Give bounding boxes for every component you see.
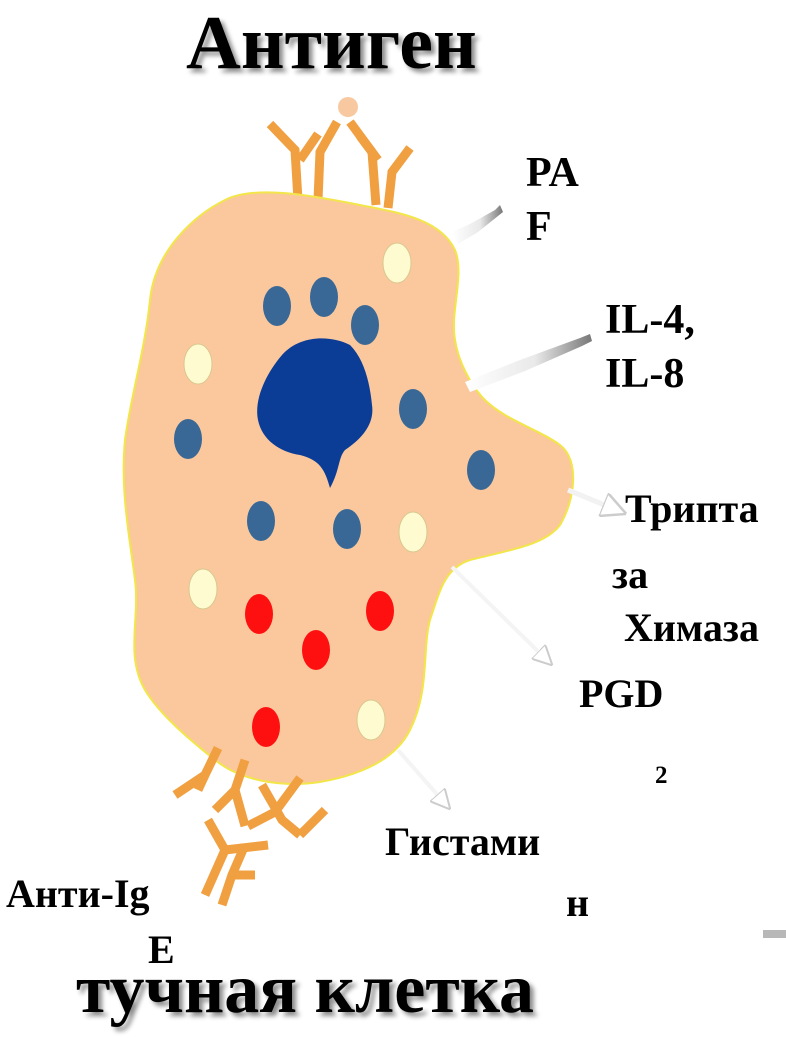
- arrow-histamine-icon: [398, 750, 449, 808]
- label-tryptase-line1: Трипта: [625, 489, 759, 529]
- granule-icon: [366, 591, 394, 631]
- diagram-subtitle: тучная клетка: [76, 955, 534, 1025]
- label-paf-line1: PA: [526, 152, 579, 194]
- ige-antibody-icon: [360, 136, 410, 208]
- granule-icon: [252, 707, 280, 747]
- diagram-title: Антиген: [186, 5, 477, 81]
- arrow-tryptase-icon: [568, 490, 624, 513]
- granule-icon: [174, 419, 202, 459]
- granule-icon: [333, 509, 361, 549]
- granule-icon: [351, 305, 379, 345]
- label-pgd: PGD: [579, 674, 663, 714]
- granule-icon: [189, 569, 217, 609]
- granule-icon: [310, 277, 338, 317]
- granule-icon: [245, 594, 273, 634]
- mast-cell-body: [124, 192, 574, 784]
- label-pgd-subscript: 2: [655, 763, 668, 788]
- label-tryptase-line2: за: [612, 555, 648, 595]
- arrow-pgd-icon: [452, 567, 551, 664]
- arrow-il-icon: [465, 334, 592, 392]
- granule-icon: [383, 243, 411, 283]
- label-il-line2: IL-8: [605, 353, 684, 395]
- label-il-line1: IL-4,: [605, 299, 695, 341]
- anti-ige-antibody-icon: [175, 748, 218, 795]
- antigen-particle-icon: [338, 97, 358, 117]
- granule-icon: [247, 501, 275, 541]
- ige-antibody-icon: [270, 124, 318, 200]
- label-histamine-line1: Гистами: [385, 822, 540, 862]
- label-anti-ige-line1: Анти-Ig: [6, 874, 150, 914]
- decorative-dash: [763, 930, 786, 938]
- granule-icon: [467, 450, 495, 490]
- granule-icon: [184, 344, 212, 384]
- arrow-paf-icon: [452, 205, 503, 244]
- granule-icon: [357, 700, 385, 740]
- label-histamine-line2: н: [566, 883, 589, 923]
- label-paf-line2: F: [526, 206, 552, 248]
- label-chymase: Химаза: [624, 608, 759, 648]
- granule-icon: [399, 389, 427, 429]
- ige-antibody-icon: [318, 122, 376, 205]
- granule-icon: [263, 286, 291, 326]
- granule-icon: [399, 512, 427, 552]
- granule-icon: [302, 630, 330, 670]
